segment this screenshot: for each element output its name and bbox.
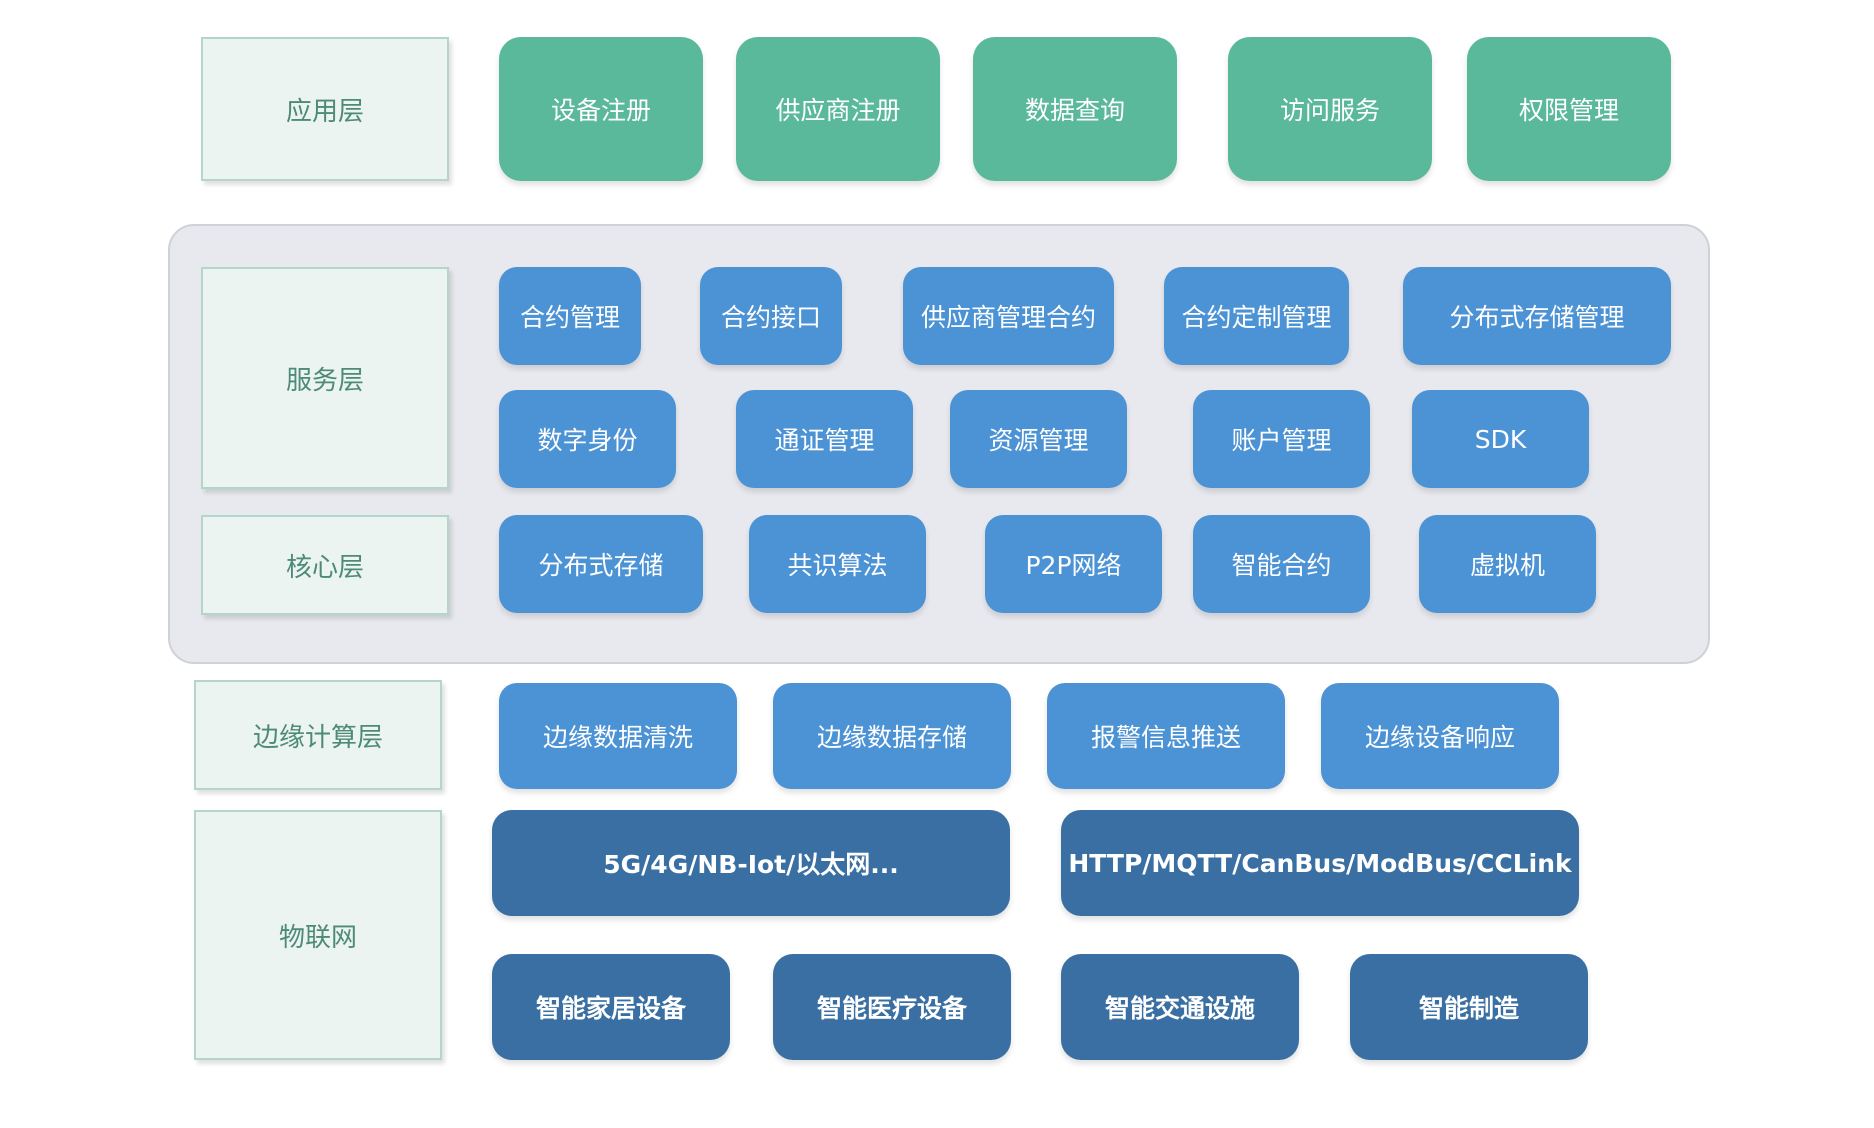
service-account-mgmt-box: 账户管理 — [1193, 390, 1370, 488]
core-distributed-storage-box: 分布式存储 — [499, 515, 703, 613]
service-sdk-box: SDK — [1412, 390, 1589, 488]
core-smart-contract-box: 智能合约 — [1193, 515, 1370, 613]
service-storage-mgmt-box: 分布式存储管理 — [1403, 267, 1671, 365]
layer-label-service: 服务层 — [201, 267, 449, 489]
app-permission-mgmt-box: 权限管理 — [1467, 37, 1671, 181]
layer-label-iot: 物联网 — [194, 810, 442, 1060]
service-token-mgmt-box: 通证管理 — [736, 390, 913, 488]
edge-data-storage-box: 边缘数据存储 — [773, 683, 1011, 789]
iot-smart-traffic-box: 智能交通设施 — [1061, 954, 1299, 1060]
service-digital-identity-box: 数字身份 — [499, 390, 676, 488]
iot-network-protocol-box: 5G/4G/NB-Iot/以太网... — [492, 810, 1010, 916]
iot-smart-medical-box: 智能医疗设备 — [773, 954, 1011, 1060]
core-consensus-box: 共识算法 — [749, 515, 926, 613]
service-custom-contract-box: 合约定制管理 — [1164, 267, 1349, 365]
iot-smart-home-box: 智能家居设备 — [492, 954, 730, 1060]
layer-label-core: 核心层 — [201, 515, 449, 615]
app-access-service-box: 访问服务 — [1228, 37, 1432, 181]
iot-comm-protocol-box: HTTP/MQTT/CanBus/ModBus/CCLink — [1061, 810, 1579, 916]
service-contract-api-box: 合约接口 — [700, 267, 842, 365]
edge-device-response-box: 边缘设备响应 — [1321, 683, 1559, 789]
app-device-register-box: 设备注册 — [499, 37, 703, 181]
app-data-query-box: 数据查询 — [973, 37, 1177, 181]
layer-label-edge: 边缘计算层 — [194, 680, 442, 790]
layer-label-app: 应用层 — [201, 37, 449, 181]
service-resource-mgmt-box: 资源管理 — [950, 390, 1127, 488]
edge-alarm-push-box: 报警信息推送 — [1047, 683, 1285, 789]
service-contract-mgmt-box: 合约管理 — [499, 267, 641, 365]
core-virtual-machine-box: 虚拟机 — [1419, 515, 1596, 613]
edge-data-cleaning-box: 边缘数据清洗 — [499, 683, 737, 789]
iot-smart-manufacturing-box: 智能制造 — [1350, 954, 1588, 1060]
app-supplier-register-box: 供应商注册 — [736, 37, 940, 181]
service-supplier-contract-box: 供应商管理合约 — [903, 267, 1114, 365]
core-p2p-network-box: P2P网络 — [985, 515, 1162, 613]
